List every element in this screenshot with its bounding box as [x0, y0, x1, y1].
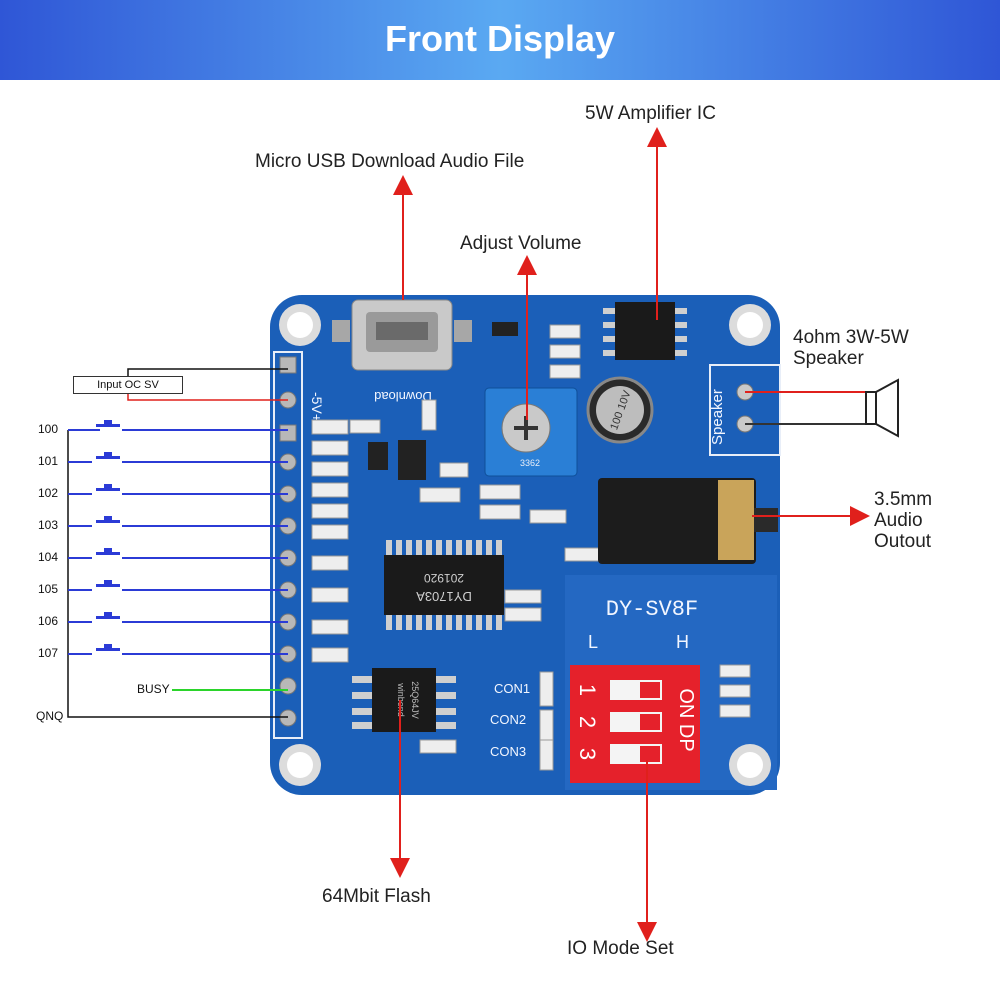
flash-chip — [372, 668, 436, 732]
amplifier-ic — [615, 302, 675, 360]
con2-label: CON2 — [490, 712, 527, 727]
dip-on-label: ON DP — [675, 688, 697, 751]
pin-label-101: 101 — [38, 454, 59, 468]
audio-callout-line3: Outout — [874, 531, 932, 552]
model-label: DY-SV8F — [606, 597, 698, 622]
dip-num-1: 1 — [575, 684, 600, 696]
pin-label-103: 103 — [38, 518, 59, 532]
usb-callout: Micro USB Download Audio File — [255, 151, 525, 172]
dip-right-label: H — [676, 632, 689, 652]
speaker-callout: 4ohm 3W-5W Speaker — [793, 327, 909, 369]
input-voltage-box: Input OC SV — [73, 376, 183, 394]
smd-components — [311, 324, 751, 771]
dip-left-label: L — [588, 632, 598, 652]
pot-label: 3362 — [520, 458, 540, 468]
pin-label-102: 102 — [38, 486, 59, 500]
amp-callout: 5W Amplifier IC — [585, 103, 716, 124]
page-title: Front Display — [384, 18, 616, 59]
con1-label: CON1 — [494, 681, 531, 696]
pin-label-105: 105 — [38, 582, 59, 596]
pin-label-104: 104 — [38, 550, 59, 564]
audio-callout-line2: Audio — [874, 510, 923, 531]
audio-jack — [598, 478, 756, 564]
mounting-holes — [279, 304, 771, 786]
gnd-label: QNQ — [36, 709, 64, 723]
title-banner — [0, 0, 1000, 80]
dip-num-3: 3 — [575, 748, 600, 760]
pin-label-100: 100 — [38, 422, 59, 436]
flash-text-1: winbond — [396, 682, 406, 717]
power-label: -5V+ — [309, 392, 325, 422]
con3-label: CON3 — [490, 744, 527, 759]
regulator-chip — [368, 442, 388, 470]
pin-label-107: 107 — [38, 646, 59, 660]
left-wiring — [67, 368, 288, 718]
button-wires — [68, 429, 288, 655]
speaker-icon — [865, 378, 899, 438]
flash-text-2: 25Q64JV — [410, 681, 420, 719]
download-label: Download — [374, 389, 432, 404]
busy-label: BUSY — [137, 682, 170, 696]
chip-text-1: 201920 — [424, 571, 464, 585]
volume-callout: Adjust Volume — [460, 233, 582, 254]
speaker-callout-line2: Speaker — [793, 348, 864, 369]
speaker-label: Speaker — [709, 389, 726, 445]
pin-label-106: 106 — [38, 614, 59, 628]
mode-callout: IO Mode Set — [567, 938, 674, 959]
audio-callout-line1: 3.5mm — [874, 489, 933, 510]
audio-callout: 3.5mm Audio Outout — [874, 489, 932, 552]
speaker-callout-line1: 4ohm 3W-5W — [793, 327, 909, 348]
flash-callout: 64Mbit Flash — [322, 886, 431, 907]
chip-text-2: DY1703A — [416, 589, 472, 604]
decoder-chip — [384, 555, 504, 615]
dip-num-2: 2 — [575, 716, 600, 728]
push-button-icons — [96, 420, 120, 651]
header-pins — [279, 356, 297, 727]
